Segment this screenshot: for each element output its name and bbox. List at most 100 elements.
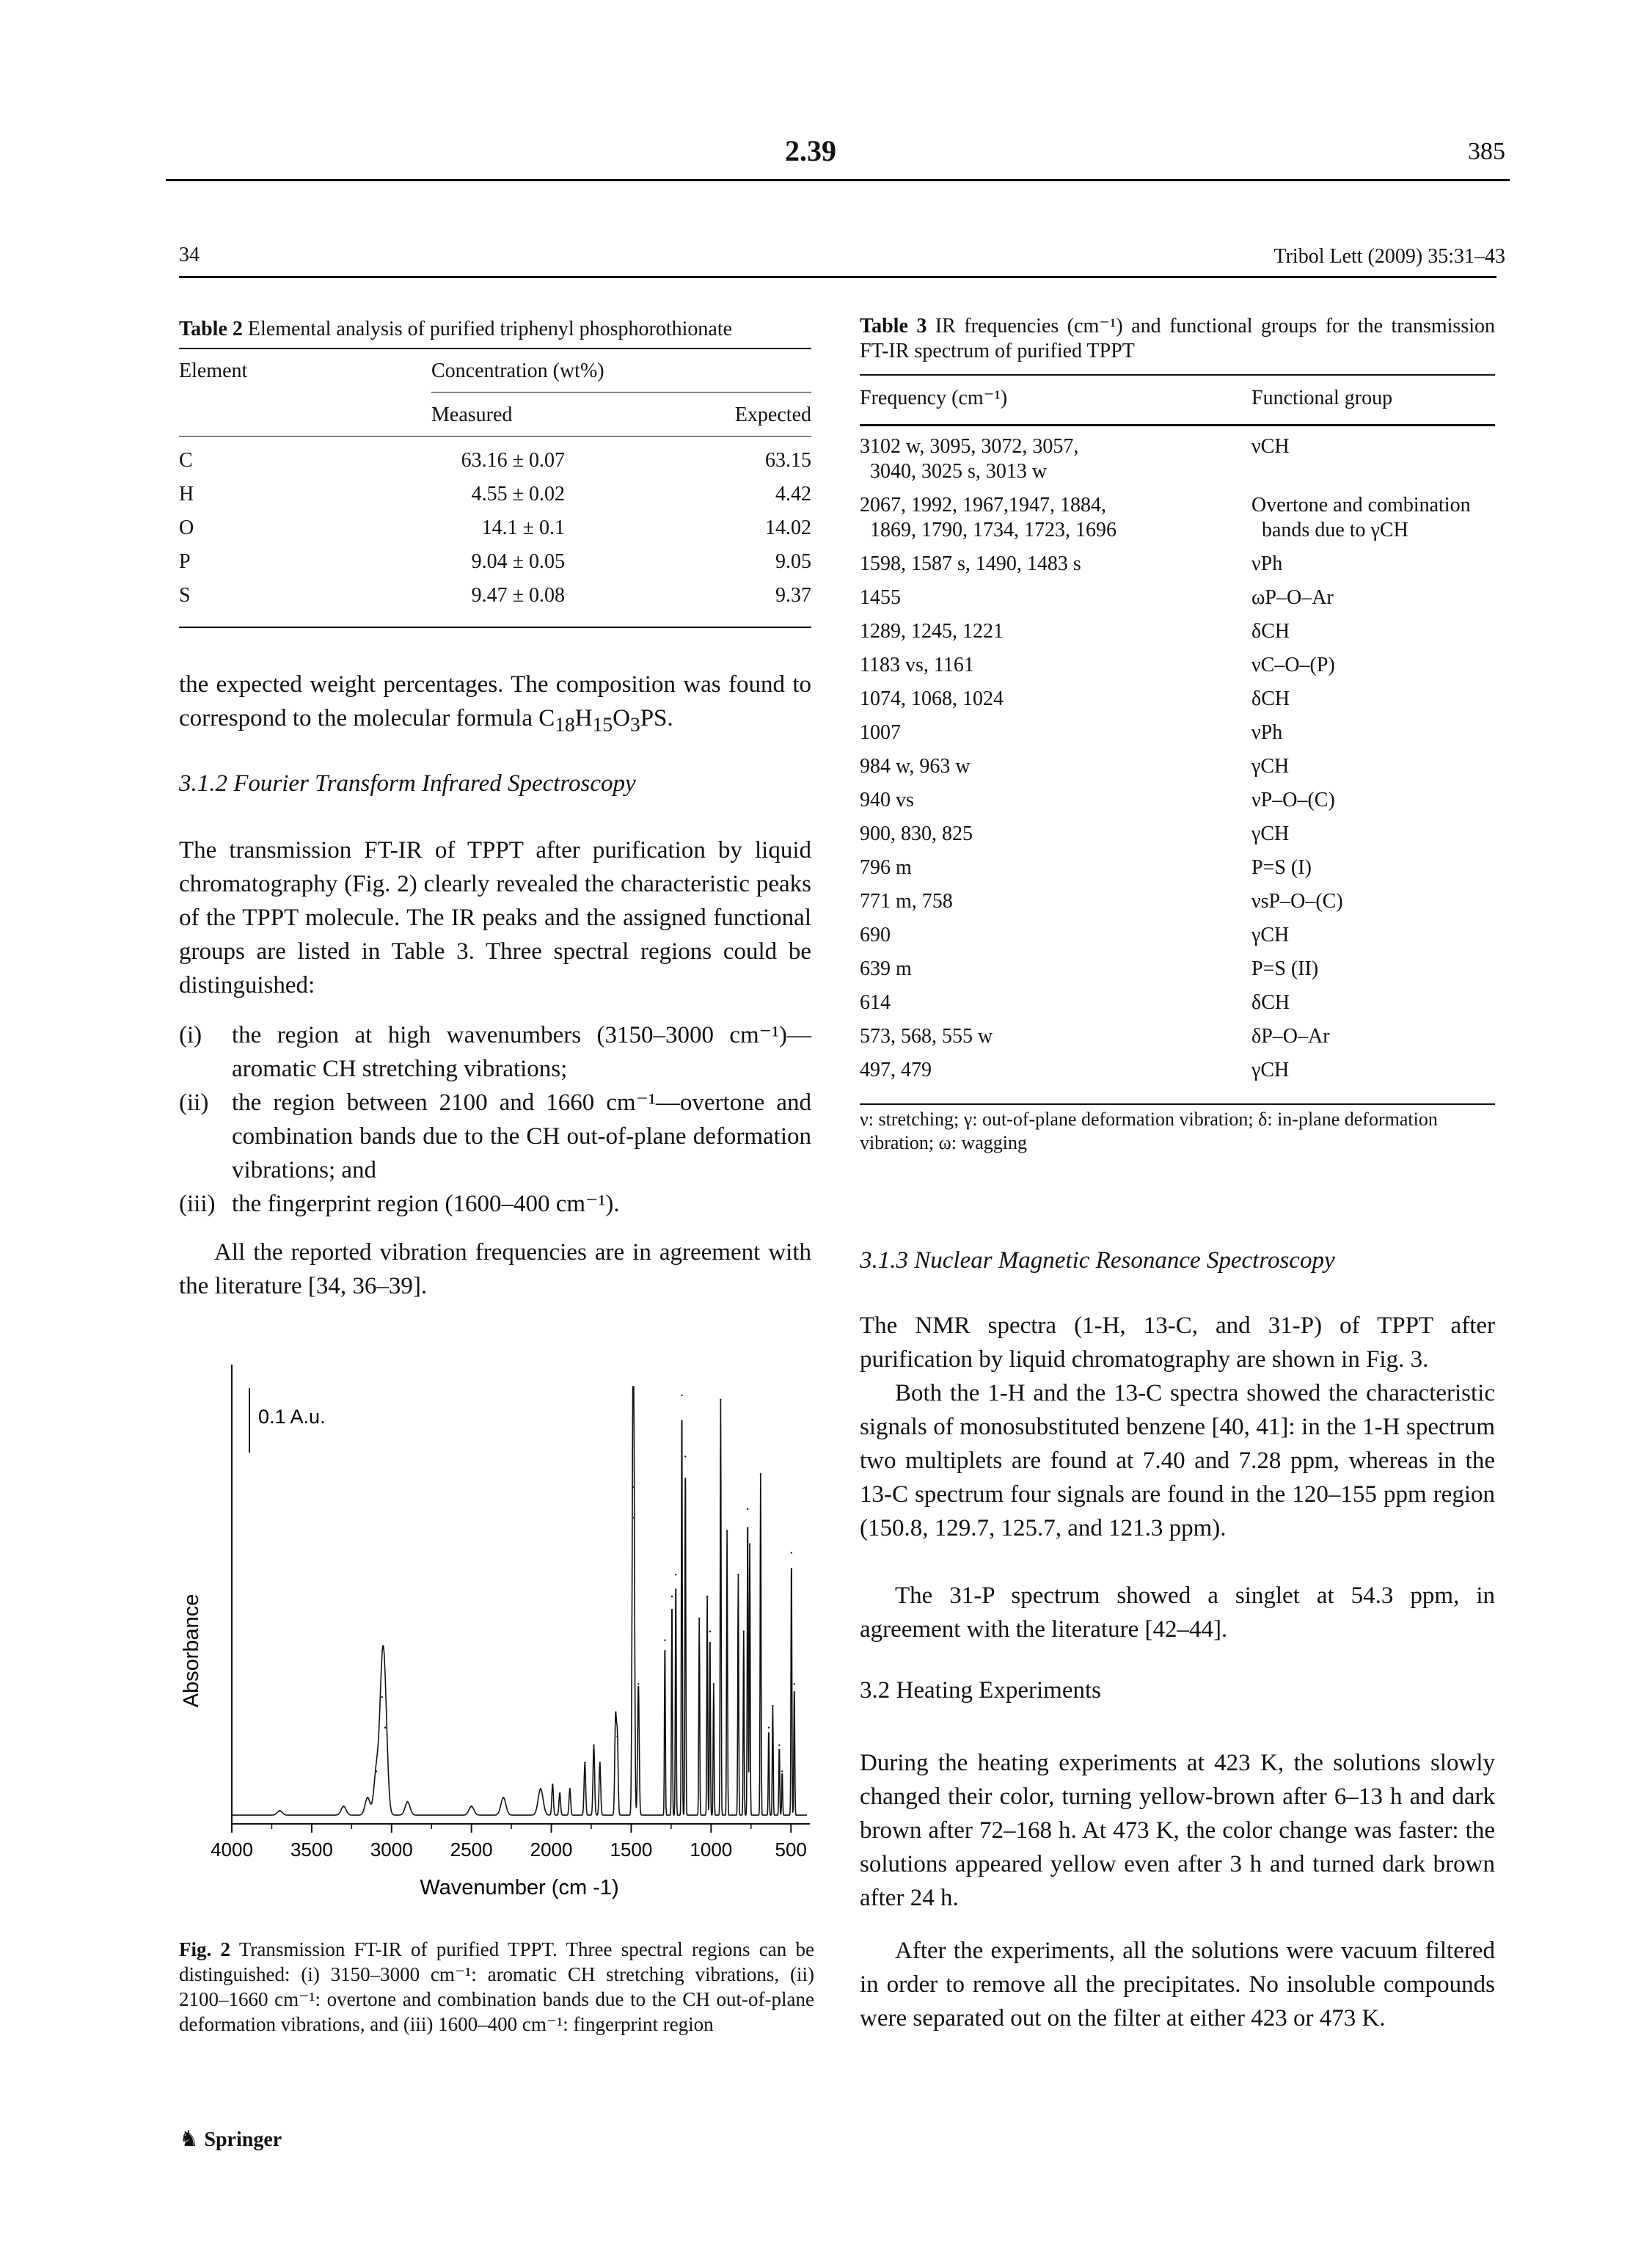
paragraph-nmr-1: The NMR spectra (1-H, 13-C, and 31-P) of… bbox=[860, 1313, 1495, 1373]
journal-page-number: 34 bbox=[179, 244, 200, 266]
spectrum-peak bbox=[684, 1456, 687, 1458]
list-item-number: (ii) bbox=[179, 1089, 209, 1116]
spectrum-peak bbox=[720, 1398, 722, 1401]
table3-row-group: δP–O–Ar bbox=[1251, 1025, 1330, 1048]
table3-row-frequency: 690 bbox=[860, 924, 891, 946]
table3-col-frequency: Frequency (cm⁻¹) bbox=[860, 387, 1008, 409]
table2-row-expected: 9.37 bbox=[775, 584, 811, 607]
table3-row-group: γCH bbox=[1251, 755, 1290, 778]
springer-horse-icon: ♞ bbox=[179, 2127, 199, 2151]
x-tick-label: 2500 bbox=[450, 1839, 493, 1861]
table2-row-element: H bbox=[179, 483, 194, 505]
spectrum-peak bbox=[712, 1683, 715, 1685]
spectrum-peak bbox=[726, 1530, 728, 1532]
table2-row-element: P bbox=[179, 550, 191, 573]
table3-row-group: δCH bbox=[1251, 991, 1290, 1014]
x-tick-label: 1500 bbox=[610, 1839, 653, 1861]
x-tick-label: 3500 bbox=[290, 1839, 333, 1861]
list-item-number: (i) bbox=[179, 1022, 202, 1048]
spectrum-peak bbox=[664, 1639, 666, 1641]
spectrum-peak bbox=[781, 1770, 783, 1773]
spectrum-peak bbox=[790, 1552, 793, 1554]
spectrum-peak bbox=[748, 1543, 751, 1545]
spectrum-peak bbox=[706, 1595, 709, 1598]
paragraph-composition: the expected weight percentages. The com… bbox=[179, 671, 811, 736]
table3-row-frequency: 1289, 1245, 1221 bbox=[860, 620, 1004, 643]
table2-row-element: O bbox=[179, 516, 194, 539]
table2-row-measured: 9.47 ± 0.08 bbox=[471, 584, 565, 607]
table3-row-group: γCH bbox=[1251, 924, 1290, 946]
table3-footnote: ν: stretching; γ: out-of-plane deformati… bbox=[860, 1109, 1438, 1153]
table2-head-rule bbox=[179, 436, 811, 437]
scale-bar-label: 0.1 A.u. bbox=[258, 1406, 326, 1428]
table3-bottom-rule bbox=[860, 1103, 1495, 1105]
spectrum-peak bbox=[759, 1473, 762, 1475]
spectrum-peak bbox=[681, 1394, 683, 1397]
section-3-1-2-title: 3.1.2 Fourier Transform Infrared Spectro… bbox=[179, 770, 636, 797]
table2-col-expected: Expected bbox=[734, 404, 811, 426]
figure2-caption-text: Transmission FT-IR of purified TPPT. Thr… bbox=[179, 1938, 815, 2035]
table3-row-group: δCH bbox=[1251, 620, 1290, 643]
table3-row-group: νsP–O–(C) bbox=[1251, 890, 1343, 913]
x-tick-label: 1000 bbox=[690, 1839, 732, 1861]
x-axis-label: Wavenumber (cm -1) bbox=[420, 1876, 618, 1899]
paragraph-ftir: The transmission FT-IR of TPPT after pur… bbox=[179, 837, 811, 999]
table3-row-frequency: 900, 830, 825 bbox=[860, 822, 973, 845]
table3-row-frequency: 1074, 1068, 1024 bbox=[860, 687, 1004, 710]
table2-row-expected: 4.42 bbox=[775, 483, 811, 505]
x-tick-label: 3000 bbox=[370, 1839, 413, 1861]
table2-row-measured: 9.04 ± 0.05 bbox=[471, 550, 565, 573]
table2-row-measured: 14.1 ± 0.1 bbox=[481, 516, 565, 539]
spectrum-peak bbox=[279, 1809, 281, 1812]
table2-row-element: C bbox=[179, 449, 193, 472]
x-tick-label: 500 bbox=[775, 1839, 807, 1861]
table3-row-frequency: 1455 bbox=[860, 586, 901, 609]
spectrum-peak bbox=[778, 1744, 781, 1746]
list-item-number: (iii) bbox=[179, 1191, 216, 1217]
table3-row-frequency: 771 m, 758 bbox=[860, 890, 953, 913]
spectrum-peak bbox=[470, 1805, 472, 1808]
table3-row-group: νC–O–(P) bbox=[1251, 654, 1335, 676]
spectrum-peak bbox=[632, 1516, 635, 1519]
paragraph-nmr-3: The 31-P spectrum showed a singlet at 54… bbox=[860, 1582, 1495, 1643]
table3-caption: Table 3 IR frequencies (cm⁻¹) and functi… bbox=[860, 314, 1495, 364]
spectrum-peak bbox=[584, 1762, 586, 1764]
spectrum-peak bbox=[772, 1704, 774, 1707]
figure2-label: Fig. 2 bbox=[179, 1938, 231, 1960]
table3-head-rule bbox=[860, 424, 1495, 426]
table3-row-frequency: 497, 479 bbox=[860, 1059, 932, 1081]
table3-row-frequency: 614 bbox=[860, 991, 891, 1014]
paragraph-heating-2: After the experiments, all the solutions… bbox=[860, 1938, 1495, 2031]
journal-reference: Tribol Lett (2009) 35:31–43 bbox=[1273, 245, 1505, 268]
table3-row-frequency: 573, 568, 555 w bbox=[860, 1025, 993, 1048]
table3-top-rule bbox=[860, 374, 1495, 376]
x-tick-label: 4000 bbox=[211, 1839, 253, 1861]
spectrum-peak bbox=[552, 1784, 554, 1786]
spectrum-peak bbox=[406, 1801, 409, 1803]
spectrum-peak bbox=[569, 1788, 571, 1790]
list-item-text: the region between 2100 and 1660 cm⁻¹—ov… bbox=[232, 1089, 811, 1183]
table3-row-group: νCH bbox=[1251, 435, 1290, 458]
table2-label: Table 2 bbox=[179, 318, 243, 340]
table3-row-frequency: 1183 vs, 1161 bbox=[860, 654, 974, 676]
table3-label: Table 3 bbox=[860, 315, 927, 337]
table2-row-measured: 63.16 ± 0.07 bbox=[461, 449, 565, 472]
list-item-text: the fingerprint region (1600–400 cm⁻¹). bbox=[232, 1191, 620, 1217]
spectrum-peak bbox=[539, 1788, 542, 1790]
spectrum-peak bbox=[747, 1508, 749, 1511]
table2-row-expected: 9.05 bbox=[775, 550, 811, 573]
spectrum-peak bbox=[632, 1486, 634, 1489]
table3-row-group: νPh bbox=[1251, 552, 1283, 575]
spectrum-peak bbox=[375, 1770, 378, 1773]
table3-row-group: γCH bbox=[1251, 822, 1290, 845]
table2-row-expected: 63.15 bbox=[765, 449, 811, 472]
table3-row-group: P=S (I) bbox=[1251, 856, 1312, 879]
figure2-caption: Fig. 2 Transmission FT-IR of purified TP… bbox=[179, 1937, 814, 2037]
spectrum-peak bbox=[793, 1683, 795, 1685]
table3-row-group: γCH bbox=[1251, 1059, 1290, 1081]
spectrum-peak bbox=[698, 1617, 701, 1620]
table3-row-group: ωP–O–Ar bbox=[1251, 586, 1334, 609]
spectrum-peak bbox=[593, 1744, 595, 1746]
paragraph-heating-1: During the heating experiments at 423 K,… bbox=[860, 1750, 1495, 1911]
